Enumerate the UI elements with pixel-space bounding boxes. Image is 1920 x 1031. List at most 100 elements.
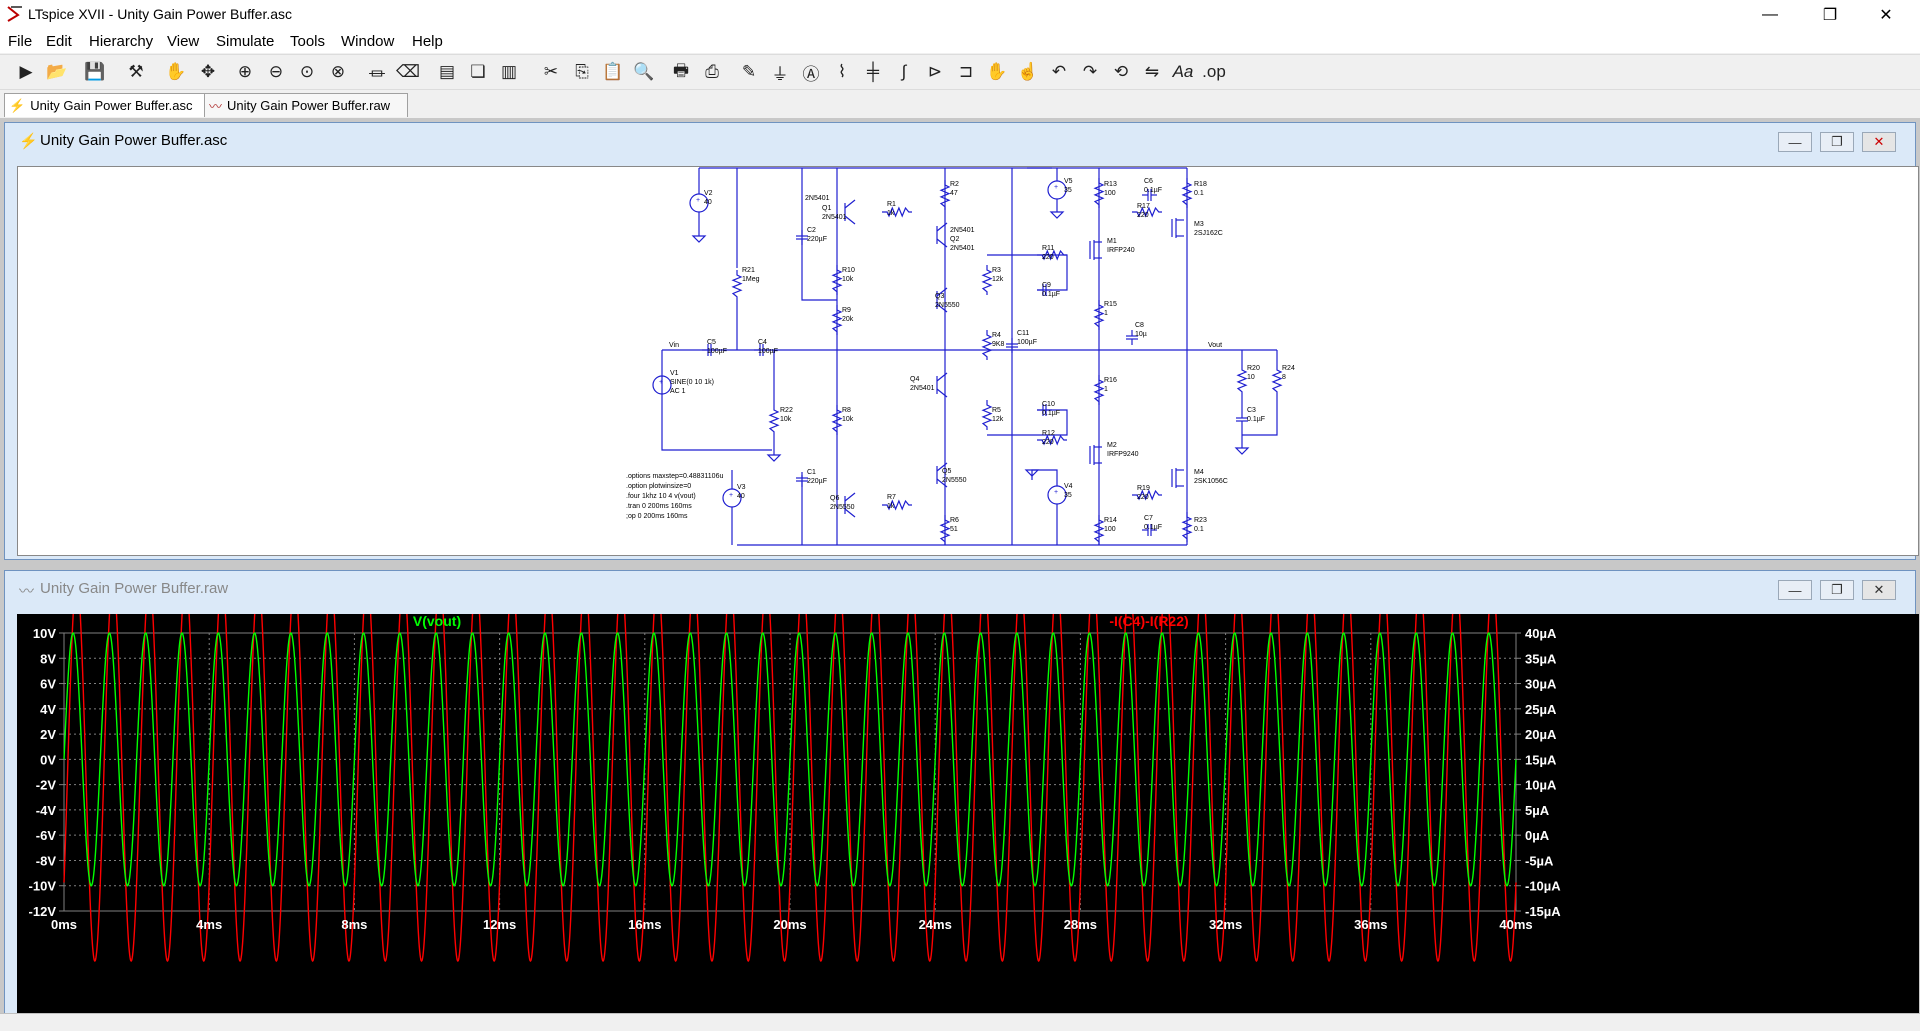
- cut-icon[interactable]: ✂: [543, 62, 559, 81]
- component-ref: R9: [842, 307, 851, 314]
- child-minimize-button[interactable]: —: [1778, 132, 1812, 152]
- component-ref: C3: [1247, 407, 1256, 414]
- y-right-tick-label: 25µA: [1525, 702, 1557, 717]
- child-minimize-button[interactable]: —: [1778, 580, 1812, 600]
- component-value: 1: [1104, 310, 1108, 317]
- undo-icon[interactable]: ↶: [1051, 62, 1067, 81]
- child-restore-button[interactable]: ❐: [1820, 580, 1854, 600]
- menu-tools[interactable]: Tools: [290, 33, 326, 50]
- run-icon[interactable]: ▶: [19, 62, 33, 81]
- child-close-button[interactable]: ✕: [1862, 132, 1896, 152]
- y-right-tick-label: -10µA: [1525, 879, 1561, 894]
- menu-file[interactable]: File: [8, 33, 33, 50]
- save-icon[interactable]: 💾: [84, 62, 106, 81]
- component-icon[interactable]: ⊐: [958, 62, 974, 81]
- cascade-icon[interactable]: ❏: [470, 62, 486, 81]
- component-value: 20k: [842, 316, 854, 323]
- component-value: 2N5550: [935, 302, 960, 309]
- schematic-window: ⚡ Unity Gain Power Buffer.asc — ❐ ✕ ++++…: [4, 122, 1919, 560]
- component-ref: Q3: [935, 293, 944, 300]
- zoom-in-icon[interactable]: ⊕: [237, 62, 253, 81]
- label-icon[interactable]: Ⓐ: [802, 64, 820, 84]
- y-right-tick-label: 15µA: [1525, 752, 1557, 767]
- y-left-tick-label: 0V: [40, 752, 56, 767]
- copy-icon[interactable]: ⎘: [575, 62, 589, 81]
- y-left-tick-label: -8V: [36, 853, 57, 868]
- tile-vertical-icon[interactable]: ▥: [500, 62, 518, 81]
- trace-label-current[interactable]: -I(C4)-I(R22): [1109, 614, 1188, 629]
- minimize-button[interactable]: —: [1762, 5, 1778, 23]
- capacitor-icon[interactable]: ╪: [866, 62, 880, 81]
- mdi-workspace: ⚡ Unity Gain Power Buffer.asc — ❐ ✕ ++++…: [0, 118, 1920, 1017]
- control-panel-icon[interactable]: ⚒: [128, 62, 144, 81]
- component-ref: V2: [704, 190, 713, 197]
- component-ref: Q1: [822, 205, 831, 212]
- drag-icon[interactable]: ☝: [1017, 62, 1039, 81]
- window-title: LTspice XVII - Unity Gain Power Buffer.a…: [28, 6, 293, 22]
- rotate-icon[interactable]: ⟲: [1113, 62, 1129, 81]
- zoom-cancel-icon[interactable]: ⊗: [330, 62, 346, 81]
- component-ref: M1: [1107, 238, 1117, 245]
- redo-icon[interactable]: ↷: [1082, 62, 1098, 81]
- child-restore-button[interactable]: ❐: [1820, 132, 1854, 152]
- close-button[interactable]: ✕: [1879, 6, 1893, 24]
- component-value: 2N5401: [950, 245, 975, 252]
- document-tabs: ⚡ Unity Gain Power Buffer.asc 〰 Unity Ga…: [0, 90, 1920, 118]
- tile-horizontal-icon[interactable]: ▤: [438, 62, 456, 81]
- print-icon[interactable]: 🖶: [672, 60, 690, 80]
- restore-button[interactable]: ❐: [1822, 6, 1838, 24]
- component-ref: R18: [1194, 181, 1207, 188]
- zoom-fit-icon[interactable]: ⊙: [299, 62, 315, 81]
- x-tick-label: 4ms: [196, 917, 222, 932]
- component-ref: C1: [807, 469, 816, 476]
- print-preview-icon[interactable]: ⎙: [705, 62, 719, 81]
- component-ref: C7: [1144, 515, 1153, 522]
- component-value: 10k: [842, 416, 854, 423]
- child-close-button[interactable]: ✕: [1862, 580, 1896, 600]
- component-value: 2N5401: [910, 385, 935, 392]
- text-icon[interactable]: Aa: [1172, 62, 1194, 81]
- halt-icon[interactable]: ✋: [165, 62, 187, 81]
- component-ref: R7: [887, 494, 896, 501]
- ground-icon[interactable]: ⏚: [771, 64, 789, 84]
- menu-view[interactable]: View: [167, 33, 200, 50]
- x-tick-label: 16ms: [628, 917, 661, 932]
- y-left-tick-label: -4V: [36, 803, 57, 818]
- diode-icon[interactable]: ⊳: [927, 62, 943, 81]
- menu-window[interactable]: Window: [341, 33, 395, 50]
- menu-edit[interactable]: Edit: [46, 33, 72, 50]
- open-icon[interactable]: 📂: [46, 62, 68, 81]
- component-ref: C6: [1144, 178, 1153, 185]
- y-right-tick-label: -5µA: [1525, 853, 1554, 868]
- mirror-icon[interactable]: ⇋: [1144, 62, 1160, 81]
- resistor-icon[interactable]: ⌇: [837, 62, 847, 81]
- paste-icon[interactable]: 📋: [602, 62, 624, 81]
- tab-waveform[interactable]: 〰 Unity Gain Power Buffer.raw: [204, 93, 408, 117]
- autoscale-icon[interactable]: ⏛: [368, 64, 386, 84]
- x-tick-label: 20ms: [773, 917, 806, 932]
- move-icon[interactable]: ✋: [986, 62, 1008, 81]
- find-icon[interactable]: 🔍: [633, 62, 655, 81]
- zoom-out-icon[interactable]: ⊖: [268, 62, 284, 81]
- tab-schematic[interactable]: ⚡ Unity Gain Power Buffer.asc: [4, 93, 212, 117]
- component-value: 100: [1104, 190, 1116, 197]
- y-left-tick-label: 8V: [40, 651, 56, 666]
- pan-icon[interactable]: ✥: [200, 62, 216, 81]
- inductor-icon[interactable]: ∫: [901, 62, 907, 81]
- status-bar: [0, 1013, 1920, 1031]
- trace-vout[interactable]: [63, 632, 1517, 887]
- trace-current[interactable]: [63, 614, 1517, 963]
- menu-help[interactable]: Help: [412, 33, 443, 50]
- menu-hierarchy[interactable]: Hierarchy: [89, 33, 154, 50]
- spice-directive-icon[interactable]: .op: [1202, 62, 1226, 81]
- delete-trace-icon[interactable]: ⌫: [395, 62, 421, 81]
- draw-wire-icon[interactable]: ✎: [741, 62, 757, 81]
- trace-label-vout[interactable]: V(vout): [413, 614, 461, 629]
- menu-simulate[interactable]: Simulate: [216, 33, 275, 50]
- x-tick-label: 8ms: [341, 917, 367, 932]
- y-left-tick-label: -12V: [29, 904, 57, 919]
- component-value: 0.1µF: [1144, 524, 1162, 531]
